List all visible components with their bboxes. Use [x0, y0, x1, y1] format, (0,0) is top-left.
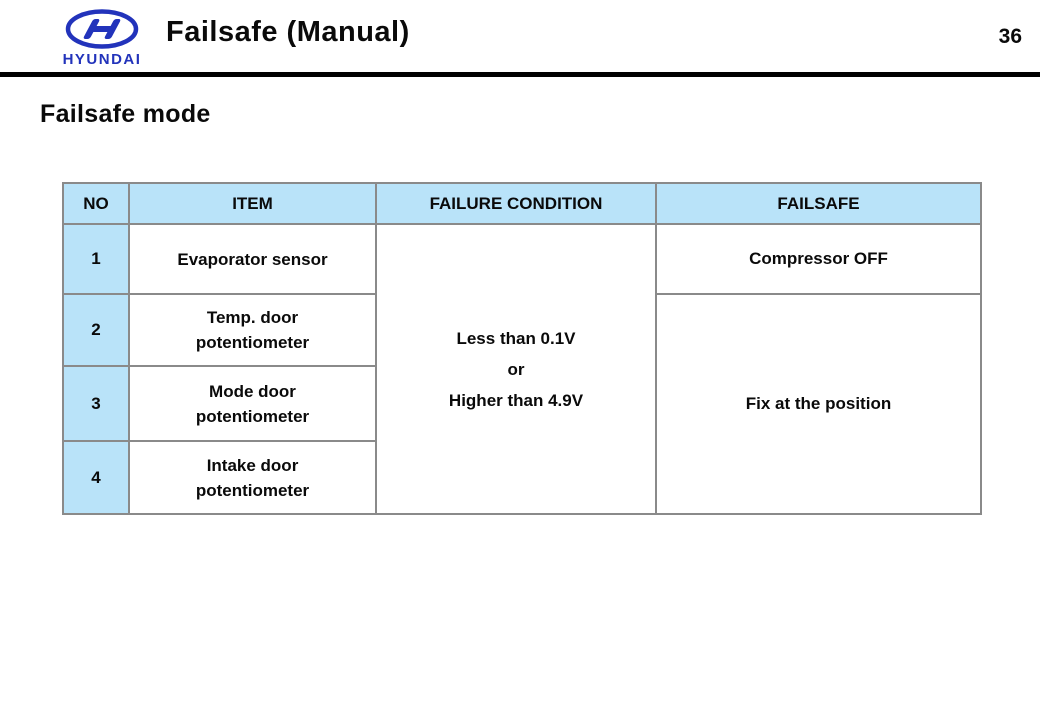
- row-number-cell: 4: [62, 440, 130, 515]
- table-row: 2 Temp. door potentiometer Fix at the po…: [62, 293, 982, 515]
- failsafe-cell-fix: Fix at the position: [655, 293, 982, 515]
- table-row: 4 Intake door potentiometer: [62, 440, 981, 515]
- item-cell: Mode door potentiometer: [128, 365, 377, 442]
- item-line: Evaporator sensor: [177, 249, 328, 269]
- item-line: Mode door: [209, 381, 296, 401]
- page-heading: Failsafe mode: [40, 100, 211, 128]
- table-header-row: NO ITEM FAILURE CONDITION FAILSAFE: [62, 182, 982, 225]
- row-number-cell: 2: [62, 293, 130, 367]
- table-row: 3 Mode door potentiometer: [62, 365, 981, 442]
- item-line: Temp. door: [206, 308, 299, 327]
- header-divider: [0, 72, 1040, 77]
- row-number-cell: 1: [62, 223, 130, 295]
- table-row: 1 Evaporator sensor Less than 0.1V or Hi…: [62, 223, 982, 515]
- item-cell: Temp. door potentiometer: [128, 293, 377, 367]
- column-header-no: NO: [62, 182, 130, 225]
- item-line: potentiometer: [195, 480, 310, 500]
- slide-title: Failsafe (Manual): [166, 16, 410, 48]
- failure-condition-cell: Less than 0.1V or Higher than 4.9V: [375, 223, 657, 515]
- item-cell: Intake door potentiometer: [128, 440, 377, 515]
- item-cell: Evaporator sensor: [128, 223, 377, 295]
- item-line: potentiometer: [195, 333, 310, 352]
- hyundai-oval-icon: [65, 9, 139, 49]
- hyundai-logo: HYUNDAI: [63, 9, 142, 68]
- failsafe-table: NO ITEM FAILURE CONDITION FAILSAFE 1 Eva…: [62, 182, 982, 515]
- column-header-failure-condition: FAILURE CONDITION: [375, 182, 657, 225]
- column-header-item: ITEM: [128, 182, 377, 225]
- column-header-failsafe: FAILSAFE: [655, 182, 982, 225]
- failure-condition-line: Less than 0.1V: [456, 328, 576, 348]
- header-bar: HYUNDAI Failsafe (Manual) 36: [0, 0, 1040, 72]
- item-line: potentiometer: [195, 406, 310, 426]
- item-line: Intake door: [206, 455, 299, 475]
- failure-condition-line: or: [507, 359, 525, 379]
- hyundai-h-icon: [83, 19, 121, 39]
- hyundai-wordmark: HYUNDAI: [63, 51, 142, 68]
- failsafe-cell-compressor: Compressor OFF: [655, 223, 982, 295]
- page-number: 36: [998, 25, 1022, 48]
- row-number-cell: 3: [62, 365, 130, 442]
- failure-condition-line: Higher than 4.9V: [448, 390, 584, 410]
